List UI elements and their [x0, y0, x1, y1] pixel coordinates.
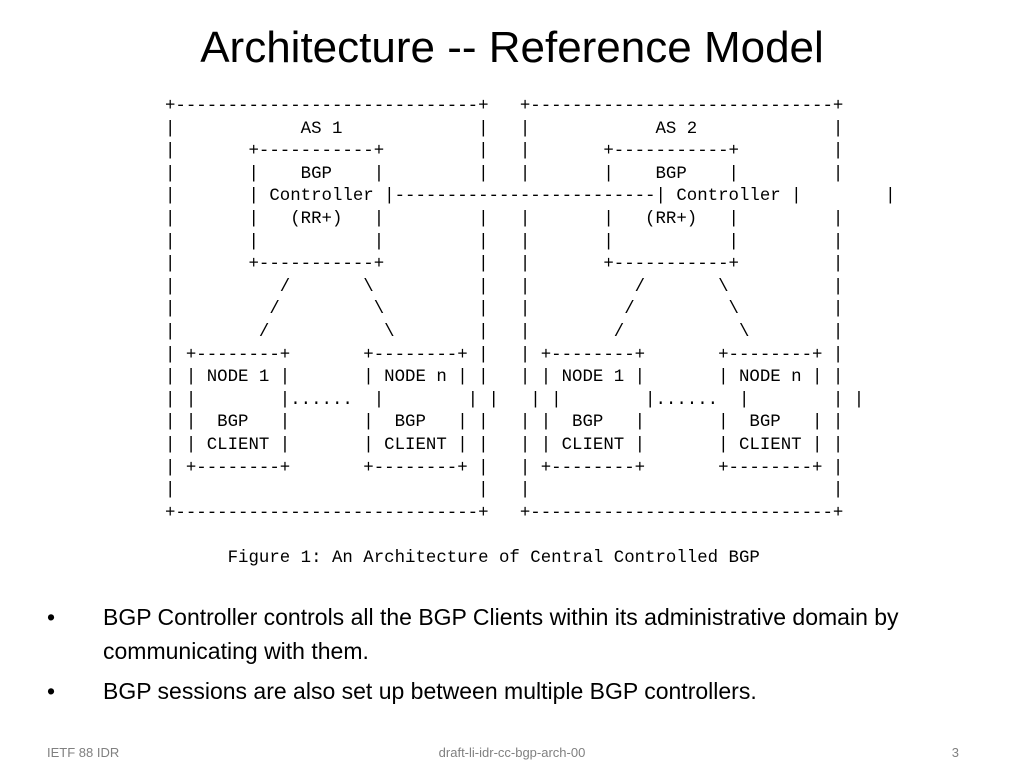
- bullet-list: • BGP Controller controls all the BGP Cl…: [47, 600, 987, 714]
- footer-center-text: draft-li-idr-cc-bgp-arch-00: [438, 745, 586, 760]
- bullet-item: • BGP Controller controls all the BGP Cl…: [47, 600, 987, 668]
- bullet-text: BGP Controller controls all the BGP Clie…: [103, 604, 899, 664]
- footer-left-text: IETF 88 IDR: [47, 745, 120, 760]
- architecture-figure: +-----------------------------+ +-------…: [165, 97, 896, 568]
- bullet-text: BGP sessions are also set up between mul…: [103, 678, 757, 704]
- bullet-mark: •: [47, 604, 56, 630]
- bullet-item: • BGP sessions are also set up between m…: [47, 674, 987, 708]
- bullet-mark: •: [47, 678, 56, 704]
- slide-title: Architecture -- Reference Model: [200, 23, 824, 72]
- slide-number: 3: [951, 745, 959, 760]
